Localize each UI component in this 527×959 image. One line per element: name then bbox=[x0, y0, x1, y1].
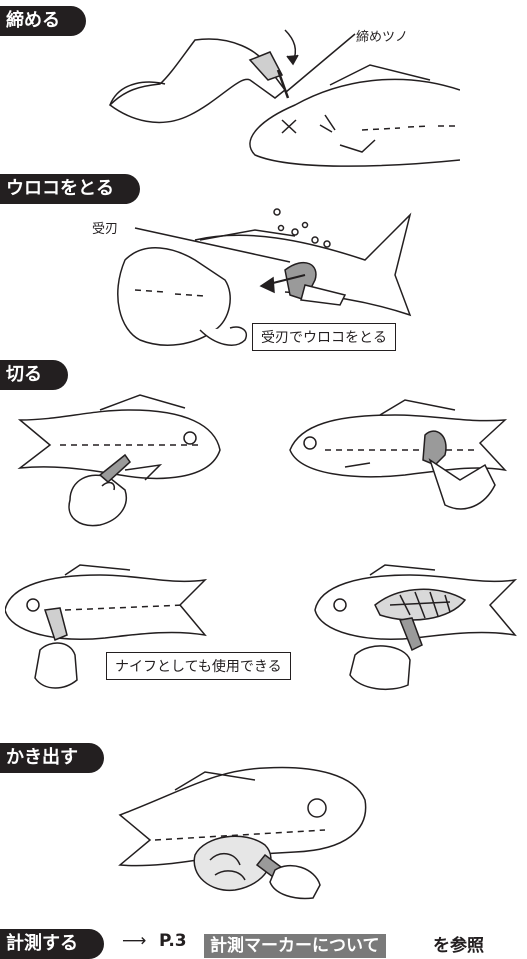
illustration-shimeru bbox=[100, 20, 460, 170]
illustration-kiru-2 bbox=[285, 395, 515, 525]
section-title-uroko: ウロコをとる bbox=[0, 174, 140, 204]
reference-page: P.3 bbox=[159, 931, 187, 951]
illustration-kiru-1 bbox=[10, 390, 230, 530]
illustration-kiru-4 bbox=[300, 560, 522, 695]
section-title-kakidasu: かき出す bbox=[0, 743, 104, 773]
reference-topic-text: 計測マーカーについて bbox=[204, 934, 386, 958]
section-title-keisoku: 計測する bbox=[0, 929, 104, 959]
illustration-kiru-3 bbox=[5, 560, 210, 695]
section-title-kiru: 切る bbox=[0, 360, 68, 390]
illustration-kakidasu bbox=[115, 760, 375, 900]
illustration-uroko bbox=[105, 200, 415, 370]
label-knife-use: ナイフとしても使用できる bbox=[106, 652, 291, 680]
label-ukeba: 受刃 bbox=[92, 222, 119, 237]
section-title-shimeru: 締める bbox=[0, 6, 86, 36]
reference-arrow: ⟶ bbox=[122, 931, 147, 951]
reference-topic: 計測マーカーについて bbox=[204, 931, 386, 958]
reference-suffix: を参照 bbox=[433, 936, 484, 956]
label-shime-tsuno: 締めツノ bbox=[356, 30, 409, 45]
label-ukeba-uroko: 受刃でウロコをとる bbox=[252, 323, 396, 351]
